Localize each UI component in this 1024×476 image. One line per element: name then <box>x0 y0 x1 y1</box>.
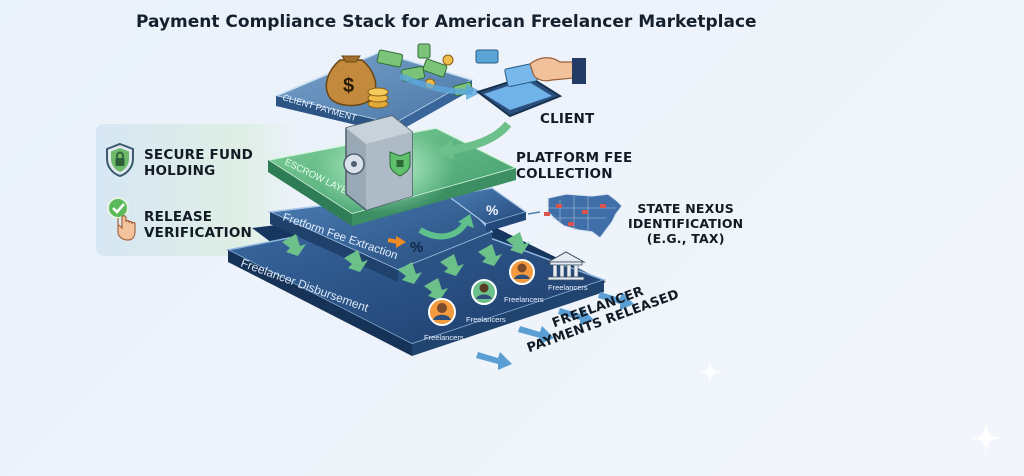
vault-safe-icon <box>343 115 413 211</box>
client-to-escrow-arrow <box>447 121 512 154</box>
freelancer-tag: Freelancers <box>424 333 464 342</box>
us-map-icon <box>544 193 623 239</box>
fee-extraction-arrow <box>418 220 469 240</box>
coin-stack-icon <box>367 87 389 109</box>
sparkle-icon <box>970 422 1002 454</box>
freelancer-avatar <box>428 298 456 326</box>
sparkle-icon <box>698 360 722 384</box>
bank-icon <box>546 251 586 281</box>
payout-arrows <box>476 292 634 370</box>
checkmark-hand-icon <box>107 197 136 241</box>
map-pointer-line <box>527 211 541 215</box>
disbursement-arrows <box>282 232 530 300</box>
bank-tag: Freelancers <box>548 283 588 292</box>
money-bag-icon: $ <box>325 55 377 107</box>
dollar-sign: $ <box>343 75 354 97</box>
client-label: CLIENT <box>540 111 595 127</box>
percent-symbol-large: % <box>410 239 423 256</box>
shield-lock-icon <box>106 142 134 178</box>
page-title: Payment Compliance Stack for American Fr… <box>136 12 757 32</box>
phone-card-payment-icon <box>475 57 586 118</box>
freelancer-tag: Freelancers <box>504 295 544 304</box>
percent-symbol-small: % <box>486 202 499 218</box>
freelancer-tag: Freelancers <box>466 315 506 324</box>
freelancer-avatar <box>509 259 535 285</box>
freelancer-avatar <box>471 279 497 305</box>
client-flow-arrow <box>398 73 473 95</box>
